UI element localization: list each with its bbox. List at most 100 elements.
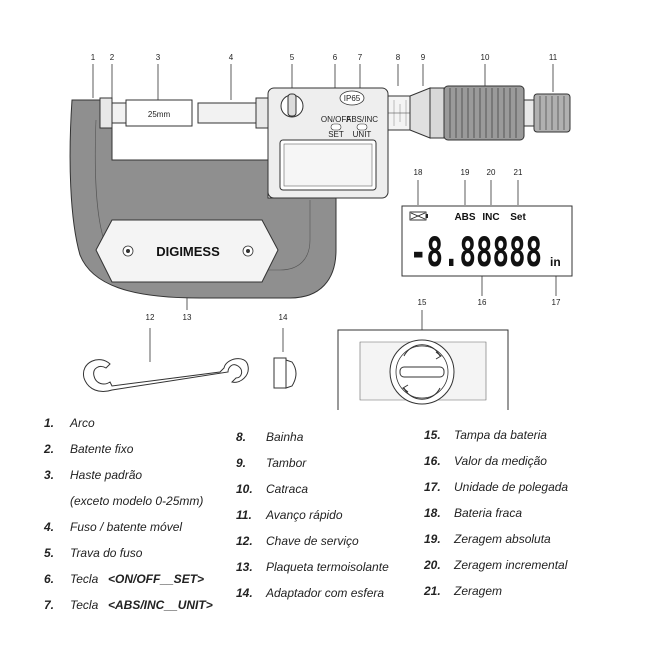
- legend-number: 2.: [44, 442, 55, 456]
- low-battery-icon: [409, 211, 428, 221]
- legend-text: Zeragem: [454, 584, 503, 598]
- legend-number: 10.: [236, 482, 253, 496]
- legend-item: 14. Adaptador com esfera: [236, 582, 416, 608]
- legend-text: Unidade de polegada: [454, 480, 569, 494]
- on-off-set-key: ON/OFF SET: [321, 115, 351, 139]
- callout-14: 14: [279, 313, 288, 322]
- legend-item: 17. Unidade de polegada: [424, 476, 624, 502]
- on-off-label: ON/OFF: [321, 115, 351, 124]
- ratchet: [443, 85, 525, 141]
- legend-text: Tecla: [70, 598, 99, 612]
- ip65-badge-label: IP65: [344, 94, 361, 103]
- callout-5: 5: [290, 53, 295, 62]
- callout-19: 19: [461, 168, 470, 177]
- callout-7: 7: [358, 53, 363, 62]
- legend-text: Trava do fuso: [70, 546, 143, 560]
- legend-text: Zeragem absoluta: [454, 532, 551, 546]
- legend-number: 21.: [424, 584, 441, 598]
- callout-15: 15: [418, 298, 427, 307]
- legend-number: 3.: [44, 468, 55, 482]
- legend-text: Bainha: [266, 430, 304, 444]
- legend-key-name: <ON/OFF__SET>: [108, 572, 205, 586]
- legend-column-1: 1. Arco 2. Batente fixo 3. Haste padrão …: [44, 412, 234, 620]
- callout-12: 12: [146, 313, 155, 322]
- brand-logo: DIGIMESS: [156, 244, 220, 259]
- legend-item: 8. Bainha: [236, 426, 416, 452]
- legend-item: 7. Tecla <ABS/INC__UNIT>: [44, 594, 234, 620]
- legend-text: Valor da medição: [454, 454, 547, 468]
- callout-11: 11: [549, 53, 558, 62]
- fixed-anvil: [99, 97, 127, 129]
- ball-adapter: [273, 357, 297, 389]
- lcd-abs: ABS: [454, 212, 475, 223]
- callout-numbers: 1 2 3 4 5 6 7 8 9 10 11 12 13 14 15 16 1…: [91, 53, 561, 322]
- service-wrench: [83, 358, 249, 392]
- lcd-detail: ABS INC Set -8.88888 in: [401, 205, 573, 277]
- legend-item: 9. Tambor: [236, 452, 416, 478]
- callout-9: 9: [421, 53, 426, 62]
- callout-3: 3: [156, 53, 161, 62]
- speeder: [523, 93, 571, 133]
- legend-text: Adaptador com esfera: [266, 586, 385, 600]
- legend-item: 6. Tecla <ON/OFF__SET>: [44, 568, 234, 594]
- legend-text: Tambor: [266, 456, 307, 470]
- legend-text: Bateria fraca: [454, 506, 523, 520]
- rotate-arrow-icon: [402, 344, 442, 400]
- legend-text: Zeragem incremental: [454, 558, 568, 572]
- legend-text: Plaqueta termoisolante: [266, 560, 389, 574]
- anvil-size-label: 25mm: [148, 110, 171, 119]
- legend-key-name: <ABS/INC__UNIT>: [108, 598, 213, 612]
- sleeve: [387, 95, 411, 131]
- legend-number: 19.: [424, 532, 441, 546]
- battery-cover-detail: [337, 329, 509, 410]
- legend-item: 21. Zeragem: [424, 580, 624, 606]
- abs-inc-unit-key: ABS/INC UNIT: [346, 115, 378, 139]
- callout-10: 10: [481, 53, 490, 62]
- legend-text: (exceto modelo 0-25mm): [70, 494, 204, 508]
- legend-text: Avanço rápido: [266, 508, 343, 522]
- spindle: [197, 97, 271, 129]
- legend-text: Tampa da bateria: [454, 428, 547, 442]
- lcd-reading: -8.88888: [410, 230, 542, 276]
- legend-text: Batente fixo: [70, 442, 134, 456]
- legend-item: 15. Tampa da bateria: [424, 424, 624, 450]
- legend-number: 8.: [236, 430, 247, 444]
- lcd-set: Set: [510, 212, 526, 223]
- legend-item: 2. Batente fixo: [44, 438, 234, 464]
- set-label: SET: [328, 130, 344, 139]
- legend-item: 4. Fuso / batente móvel: [44, 516, 234, 542]
- legend-column-3: 15. Tampa da bateria 16. Valor da mediçã…: [424, 424, 624, 606]
- micrometer-diagram: 1 2 3 4 5 6 7 8 9 10 11 12 13 14 15 16 1…: [69, 53, 573, 410]
- legend-text: Arco: [70, 416, 95, 430]
- callout-1: 1: [91, 53, 96, 62]
- legend-number: 1.: [44, 416, 55, 430]
- spindle-lock: [280, 93, 304, 118]
- callout-21: 21: [514, 168, 523, 177]
- legend-number: 5.: [44, 546, 55, 560]
- legend-item: 1. Arco: [44, 412, 234, 438]
- legend-column-2: 8. Bainha 9. Tambor 10. Catraca 11. Avan…: [236, 426, 416, 608]
- legend-text: Tecla: [70, 572, 99, 586]
- legend-item: 19. Zeragem absoluta: [424, 528, 624, 554]
- legend-item: 12. Chave de serviço: [236, 530, 416, 556]
- legend-number: 11.: [236, 508, 252, 522]
- insulation-plate: DIGIMESS: [95, 219, 279, 283]
- legend-number: 20.: [424, 558, 441, 572]
- legend-number: 16.: [424, 454, 441, 468]
- lcd-unit: in: [550, 255, 561, 269]
- callout-20: 20: [487, 168, 496, 177]
- callout-6: 6: [333, 53, 338, 62]
- legend-number: 17.: [424, 480, 441, 494]
- legend-item: 3. Haste padrão: [44, 464, 234, 490]
- legend-number: 7.: [44, 598, 55, 612]
- legend-number: 14.: [236, 586, 253, 600]
- setting-standard: 25mm: [125, 99, 193, 127]
- abs-inc-label: ABS/INC: [346, 115, 378, 124]
- legend-item: (exceto modelo 0-25mm): [44, 490, 234, 516]
- callout-17: 17: [552, 298, 561, 307]
- lcd-inc: INC: [482, 212, 499, 223]
- legend-text: Chave de serviço: [266, 534, 359, 548]
- legend-number: 6.: [44, 572, 55, 586]
- legend-item: 18. Bateria fraca: [424, 502, 624, 528]
- legend-number: 18.: [424, 506, 441, 520]
